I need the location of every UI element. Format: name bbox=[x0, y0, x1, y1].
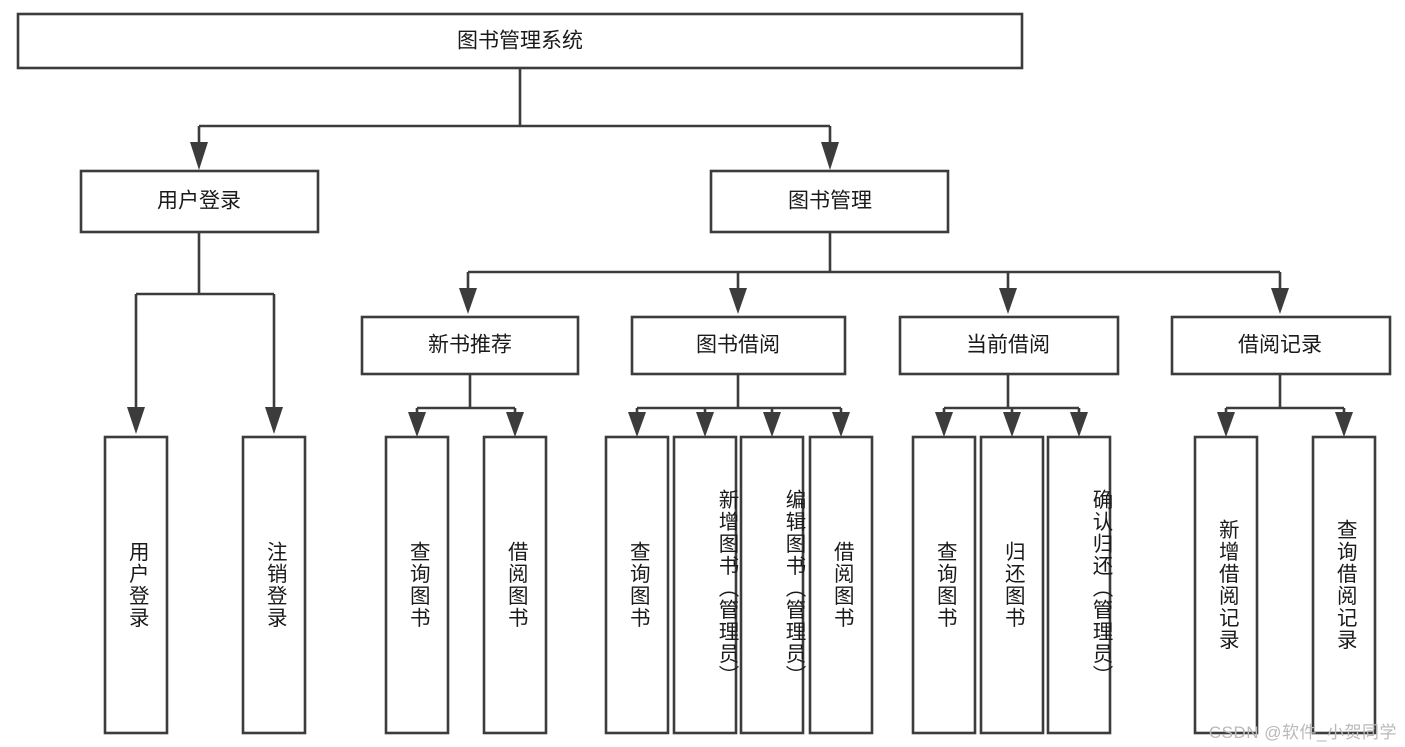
node-borrow-record[interactable]: 借阅记录 bbox=[1170, 315, 1392, 376]
leaf-box-borrow-record-1[interactable] bbox=[1311, 435, 1377, 735]
leaf-box-user-login-1[interactable] bbox=[241, 435, 307, 735]
leaf-box-book-borrow-2[interactable] bbox=[739, 435, 805, 735]
connector-currentborrow-to-leaves bbox=[935, 374, 1088, 437]
leaf-box-book-borrow-1[interactable] bbox=[672, 435, 738, 735]
node-new-book-recommend[interactable]: 新书推荐 bbox=[360, 315, 580, 376]
arrow-head-icon bbox=[506, 412, 524, 437]
node-book-management-label: 图书管理 bbox=[788, 190, 872, 213]
arrow-head-icon bbox=[408, 412, 426, 437]
leaf-box-new-book-0[interactable] bbox=[384, 435, 450, 735]
arrow-head-icon bbox=[729, 288, 747, 314]
leaf-box-book-borrow-3[interactable] bbox=[808, 435, 874, 735]
node-borrow-record-label: 借阅记录 bbox=[1238, 334, 1322, 357]
node-new-book-recommend-label: 新书推荐 bbox=[428, 334, 512, 357]
connector-borrowrecord-to-leaves bbox=[1217, 374, 1353, 437]
csdn-watermark: CSDN @软件_小贺同学 bbox=[1208, 723, 1397, 742]
node-root[interactable]: 图书管理系统 bbox=[16, 12, 1024, 70]
node-current-borrow-box[interactable] bbox=[898, 315, 1120, 376]
arrow-head-icon bbox=[190, 142, 208, 170]
leaf-box-borrow-record-0[interactable] bbox=[1193, 435, 1259, 735]
node-book-borrow-label: 图书借阅 bbox=[696, 334, 780, 357]
arrow-head-icon bbox=[1003, 412, 1021, 437]
arrow-head-icon bbox=[935, 412, 953, 437]
leaf-box-user-login-0[interactable] bbox=[103, 435, 169, 735]
node-borrow-record-box[interactable] bbox=[1170, 315, 1392, 376]
arrow-head-icon bbox=[1271, 288, 1289, 314]
connector-userlogin-to-leaves bbox=[127, 232, 283, 434]
node-book-management[interactable]: 图书管理 bbox=[709, 169, 950, 234]
leaf-box-new-book-1[interactable] bbox=[482, 435, 548, 735]
node-book-borrow[interactable]: 图书借阅 bbox=[630, 315, 847, 376]
node-user-login-box[interactable] bbox=[79, 169, 320, 234]
node-user-login[interactable]: 用户登录 bbox=[79, 169, 320, 234]
arrow-head-icon bbox=[1217, 412, 1235, 437]
leaf-box-current-borrow-1[interactable] bbox=[979, 435, 1045, 735]
connector-bookborrow-to-leaves bbox=[628, 374, 850, 437]
arrow-head-icon bbox=[127, 407, 145, 434]
node-root-label: 图书管理系统 bbox=[457, 30, 583, 53]
arrow-head-icon bbox=[821, 142, 839, 170]
arrow-head-icon bbox=[999, 288, 1017, 314]
arrow-head-icon bbox=[832, 412, 850, 437]
leaf-box-book-borrow-0[interactable] bbox=[604, 435, 670, 735]
node-book-management-box[interactable] bbox=[709, 169, 950, 234]
arrow-head-icon bbox=[763, 412, 781, 437]
arrow-head-icon bbox=[628, 412, 646, 437]
connector-root-to-level2 bbox=[190, 68, 839, 170]
node-user-login-label: 用户登录 bbox=[157, 190, 241, 213]
leaf-box-current-borrow-2[interactable] bbox=[1046, 435, 1112, 735]
connector-bookmgmt-to-level3 bbox=[459, 232, 1289, 314]
node-current-borrow[interactable]: 当前借阅 bbox=[898, 315, 1120, 376]
node-current-borrow-label: 当前借阅 bbox=[966, 334, 1050, 357]
node-root-box[interactable] bbox=[16, 12, 1024, 70]
arrow-head-icon bbox=[265, 407, 283, 434]
connector-newbook-to-leaves bbox=[408, 374, 524, 437]
node-new-book-recommend-box[interactable] bbox=[360, 315, 580, 376]
arrow-head-icon bbox=[459, 288, 477, 314]
arrow-head-icon bbox=[1335, 412, 1353, 437]
arrow-head-icon bbox=[696, 412, 714, 437]
node-book-borrow-box[interactable] bbox=[630, 315, 847, 376]
leaf-box-current-borrow-0[interactable] bbox=[911, 435, 977, 735]
arrow-head-icon bbox=[1070, 412, 1088, 437]
